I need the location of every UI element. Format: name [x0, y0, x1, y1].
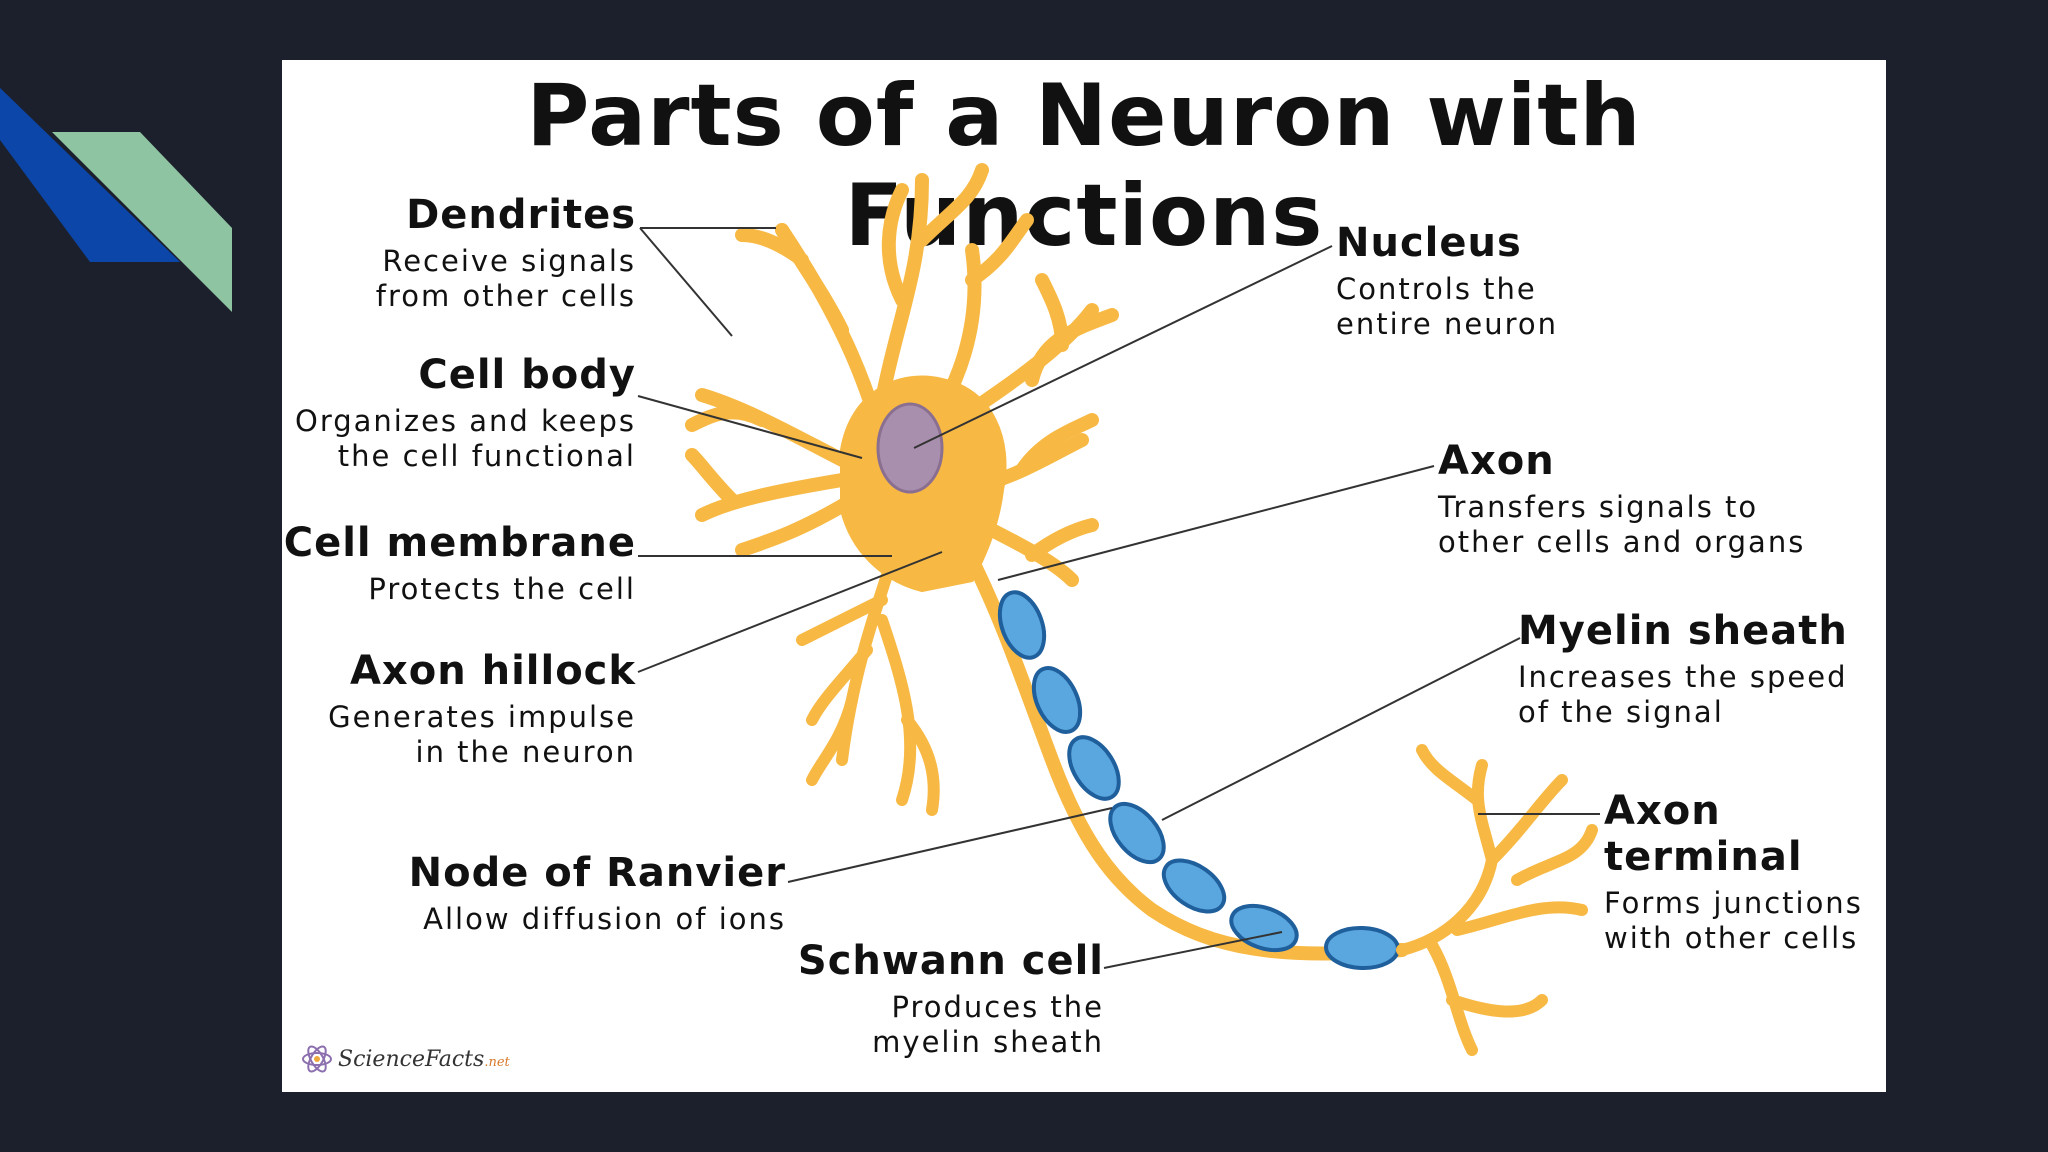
schwann-cell-desc-line2: myelin sheath [872, 1025, 1104, 1059]
label-schwann-cell: Schwann cell Produces the myelin sheath [798, 938, 1104, 1060]
dendrites-desc: Receive signals from other cells [376, 244, 636, 314]
myelin-sheath-desc: Increases the speed of the signal [1518, 660, 1848, 730]
schwann-cell-name: Schwann cell [797, 938, 1104, 984]
cell-body-desc-line1: Organizes and keeps [295, 404, 636, 438]
cell-membrane-name: Cell membrane [283, 520, 636, 566]
label-dendrites: Dendrites Receive signals from other cel… [376, 192, 636, 314]
cell-membrane-desc: Protects the cell [284, 572, 636, 607]
logo-text: ScienceFacts.net [338, 1047, 510, 1072]
nucleus-desc-line1: Controls the [1336, 272, 1537, 306]
leader-lines [637, 227, 1600, 969]
green-stripe [52, 132, 232, 312]
myelin-sheath-name: Myelin sheath [1518, 608, 1848, 654]
myelin-sheath-leader [1161, 637, 1521, 821]
label-axon: Axon Transfers signals to other cells an… [1438, 438, 1805, 560]
axon-name: Axon [1438, 438, 1555, 484]
dendrites-shape [685, 163, 1119, 587]
cell-body-desc-line2: the cell functional [337, 439, 636, 473]
nucleus-shape [876, 402, 944, 494]
node-of-ranvier-desc-line1: Allow diffusion of ions [423, 902, 786, 936]
axon-terminal-desc: Forms junctions with other cells [1604, 886, 1863, 956]
axon-hillock-name: Axon hillock [349, 648, 636, 694]
schwann-cell-leader [1103, 931, 1283, 969]
myelin-sheath-shape [997, 590, 1400, 971]
label-axon-hillock: Axon hillock Generates impulse in the ne… [328, 648, 636, 770]
node-of-ranvier-leader [787, 807, 1113, 883]
cell-body-name: Cell body [418, 352, 636, 398]
sciencefacts-logo: ScienceFacts.net [300, 1042, 510, 1076]
label-nucleus: Nucleus Controls the entire neuron [1336, 220, 1558, 342]
axon-terminal-name: Axon terminal [1604, 788, 1863, 880]
axon-desc-line2: other cells and organs [1438, 525, 1806, 559]
axon-hillock-desc-line1: Generates impulse [328, 700, 636, 734]
neuron-illustration [685, 163, 1598, 1056]
atom-icon [302, 1045, 332, 1073]
neuron-diagram [637, 163, 1600, 1056]
axon-hillock-leader [637, 551, 943, 673]
nucleus-name: Nucleus [1336, 220, 1522, 266]
cell-body-desc: Organizes and keeps the cell functional [295, 404, 636, 474]
axon-hillock-desc-line2: in the neuron [415, 735, 636, 769]
node-of-ranvier-desc: Allow diffusion of ions [409, 902, 786, 937]
cell-body-leader [637, 395, 863, 459]
axon-terminal-name-line1: Axon [1604, 788, 1721, 834]
axon-terminal-shape [1396, 744, 1598, 1056]
label-axon-terminal: Axon terminal Forms junctions with other… [1604, 788, 1863, 956]
dendrites-desc-line2: from other cells [375, 279, 636, 313]
node-of-ranvier-name: Node of Ranvier [408, 850, 786, 896]
schwann-cell-desc-line1: Produces the [891, 990, 1104, 1024]
nucleus-desc-line2: entire neuron [1336, 307, 1559, 341]
label-node-of-ranvier: Node of Ranvier Allow diffusion of ions [409, 850, 786, 937]
label-myelin-sheath: Myelin sheath Increases the speed of the… [1518, 608, 1848, 730]
nucleus-desc: Controls the entire neuron [1336, 272, 1558, 342]
nucleus-leader [913, 245, 1333, 449]
label-cell-body: Cell body Organizes and keeps the cell f… [295, 352, 636, 474]
axon-terminal-name-line2: terminal [1604, 834, 1803, 880]
slide-decoration [0, 88, 232, 312]
axon-leader [997, 465, 1435, 581]
blue-stripe-shape [0, 88, 180, 262]
dendrites-name: Dendrites [406, 192, 636, 238]
axon-desc-line1: Transfers signals to [1438, 490, 1759, 524]
axon-hillock-desc: Generates impulse in the neuron [328, 700, 636, 770]
axon-terminal-desc-line2: with other cells [1604, 921, 1859, 955]
myelin-sheath-desc-line2: of the signal [1518, 695, 1724, 729]
cell-membrane-desc-line1: Protects the cell [368, 572, 636, 606]
axon-desc: Transfers signals to other cells and org… [1438, 490, 1805, 560]
dendrites-leader-2 [639, 227, 733, 337]
myelin-sheath-desc-line1: Increases the speed [1518, 660, 1848, 694]
axon-terminal-desc-line1: Forms junctions [1604, 886, 1863, 920]
lower-dendrites-shape [796, 554, 940, 816]
label-cell-membrane: Cell membrane Protects the cell [284, 520, 636, 607]
diagram-panel: Parts of a Neuron with Functions [282, 60, 1886, 1092]
logo-suffix: .net [484, 1054, 510, 1070]
dendrites-desc-line1: Receive signals [382, 244, 636, 278]
schwann-cell-desc: Produces the myelin sheath [798, 990, 1104, 1060]
logo-name: ScienceFacts [338, 1046, 485, 1072]
